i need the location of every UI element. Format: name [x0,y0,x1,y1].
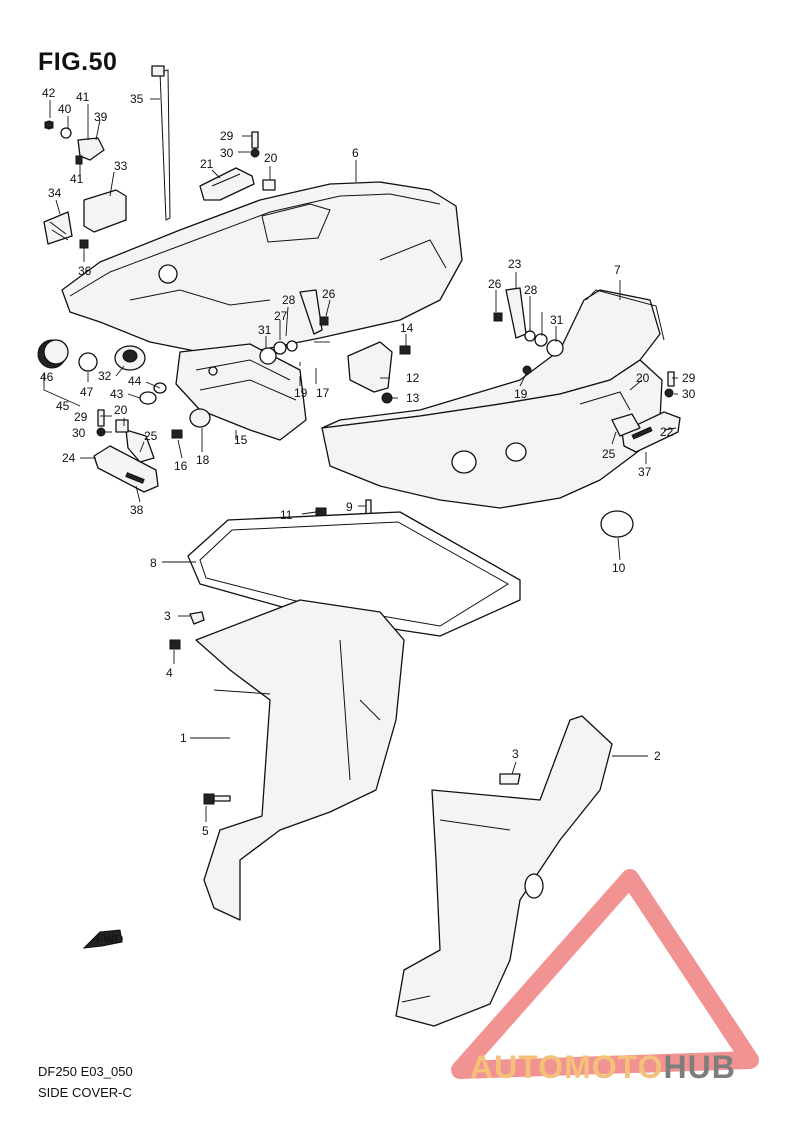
callout-26: 26 [322,287,336,301]
callout-24: 24 [62,451,76,465]
part-43-44 [139,382,167,405]
callout-30b: 30 [72,426,86,440]
callout-35: 35 [130,92,144,106]
callout-20b: 20 [114,403,128,417]
watermark-part-moto: MOTO [564,1049,664,1085]
callout-20: 20 [264,151,278,165]
callout-19b: 19 [514,387,528,401]
callout-26b: 26 [488,277,502,291]
part-7-upper-cover-starboard [321,289,665,509]
part-35-strap [151,65,171,221]
callout-39: 39 [94,110,108,124]
callout-45: 45 [56,399,70,413]
callout-25: 25 [144,429,158,443]
callout-29c: 29 [682,371,696,385]
callout-11: 11 [280,508,293,522]
callout-7: 7 [614,263,621,277]
callout-46: 46 [40,370,54,384]
leader-lines [43,98,678,822]
part-16-18-bolt [171,408,211,439]
part-39-42-hardware [44,120,105,165]
callout-10: 10 [612,561,626,575]
callout-21: 21 [200,157,214,171]
callout-12: 12 [406,371,420,385]
callout-5: 5 [202,824,209,838]
callout-34: 34 [48,186,62,200]
part-22-latch-starboard [611,411,681,453]
callout-28b: 28 [524,283,538,297]
callout-36: 36 [78,264,92,278]
callout-29b: 29 [74,410,88,424]
callout-37: 37 [638,465,652,479]
part-47-cap [78,352,98,372]
callout-18: 18 [196,453,210,467]
svg-text:FWD: FWD [96,932,124,946]
callout-13: 13 [406,391,420,405]
watermark-part-auto: AUTO [470,1049,565,1085]
callout-8: 8 [150,556,157,570]
callout-30c: 30 [682,387,696,401]
callout-6: 6 [352,146,359,160]
callout-14: 14 [400,321,414,335]
watermark-triangle [451,869,759,1079]
part-23-hinge-center [259,289,329,365]
callout-23: 23 [508,257,522,271]
part-2-lower-cover-starboard [395,715,613,1027]
callout-40: 40 [58,102,72,116]
figure-name: SIDE COVER-C [38,1085,132,1100]
callout-41: 41 [76,90,90,104]
figure-title: FIG.50 [38,48,118,76]
callout-labels: 42 40 41 39 35 29 30 21 20 6 33 34 41 36… [40,86,696,838]
callout-27: 27 [274,309,288,323]
callout-42: 42 [42,86,56,100]
callout-31b: 31 [550,313,564,327]
callout-44: 44 [128,374,142,388]
callout-16: 16 [174,459,188,473]
callout-43: 43 [110,387,124,401]
callout-32: 32 [98,369,112,383]
part-32-grommet [114,345,146,371]
callout-2: 2 [654,749,661,763]
figure-code: DF250 E03_050 [38,1064,133,1079]
callout-25b: 25 [602,447,616,461]
callout-9: 9 [346,500,353,514]
callout-15: 15 [234,433,248,447]
part-33-34-bracket [43,189,127,249]
part-21-latch [199,131,276,201]
part-3-4-5-fasteners [169,611,521,805]
callout-38: 38 [130,503,144,517]
part-24-latch-port [93,409,159,493]
part-8-seal [187,511,521,637]
callout-41b: 41 [70,172,84,186]
callout-17: 17 [316,386,330,400]
callout-1: 1 [180,731,187,745]
callout-47: 47 [80,385,94,399]
part-6-upper-cover-port [61,181,463,353]
part-1-lower-cover-port [195,599,405,921]
part-46-grommet [37,339,69,369]
part-10-plug [600,510,634,538]
callout-19: 19 [294,386,308,400]
watermark-text: AUTOMOTOHUB [470,1049,736,1086]
callout-3b: 3 [512,747,519,761]
callout-31: 31 [258,323,272,337]
callout-4: 4 [166,666,173,680]
callout-28: 28 [282,293,296,307]
callout-29: 29 [220,129,234,143]
watermark-part-hub: HUB [663,1049,736,1085]
part-23-hinge-starboard [493,287,675,398]
callout-22: 22 [660,425,674,439]
callout-20c: 20 [636,371,650,385]
fwd-arrow-icon: FWD [82,929,124,949]
part-12-bracket [347,341,411,404]
callout-30: 30 [220,146,234,160]
callout-33: 33 [114,159,128,173]
callout-3: 3 [164,609,171,623]
